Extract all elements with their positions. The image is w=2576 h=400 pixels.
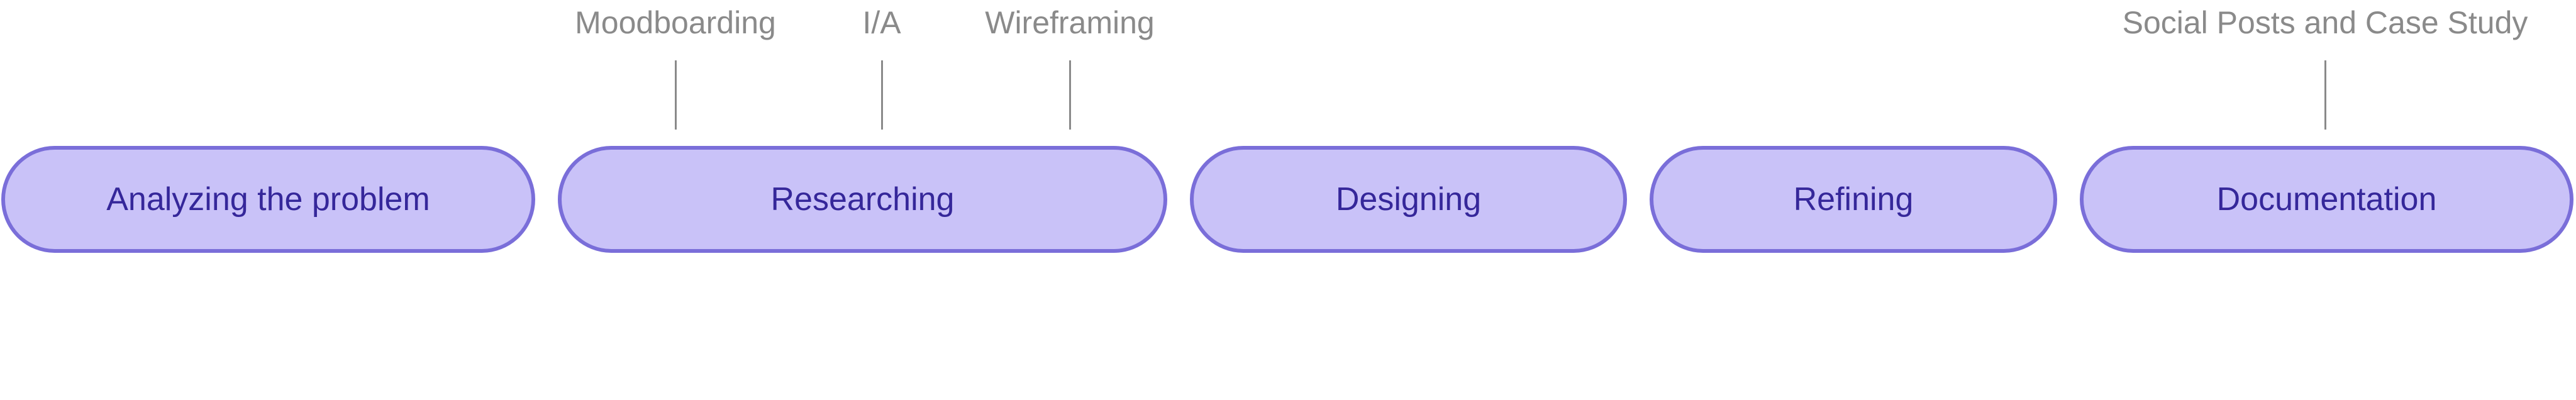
annotation-connector <box>2324 60 2326 130</box>
stage-label: Designing <box>1335 181 1482 218</box>
stage-analyzing: Analyzing the problem <box>1 146 535 253</box>
stage-label: Analyzing the problem <box>106 181 430 218</box>
stage-label: Refining <box>1793 181 1914 218</box>
stage-documentation: Documentation <box>2080 146 2573 253</box>
annotation-connector <box>881 60 883 130</box>
annotation-label: Social Posts and Case Study <box>2122 5 2528 40</box>
stage-refining: Refining <box>1650 146 2057 253</box>
stage-label: Documentation <box>2216 181 2437 218</box>
stage-researching: Researching <box>558 146 1167 253</box>
annotation-connector <box>1069 60 1071 130</box>
annotation-label: I/A <box>862 5 901 40</box>
annotation-label: Wireframing <box>985 5 1155 40</box>
annotation-label: Moodboarding <box>575 5 776 40</box>
stage-label: Researching <box>770 181 955 218</box>
stage-designing: Designing <box>1190 146 1627 253</box>
annotation-connector <box>675 60 677 130</box>
